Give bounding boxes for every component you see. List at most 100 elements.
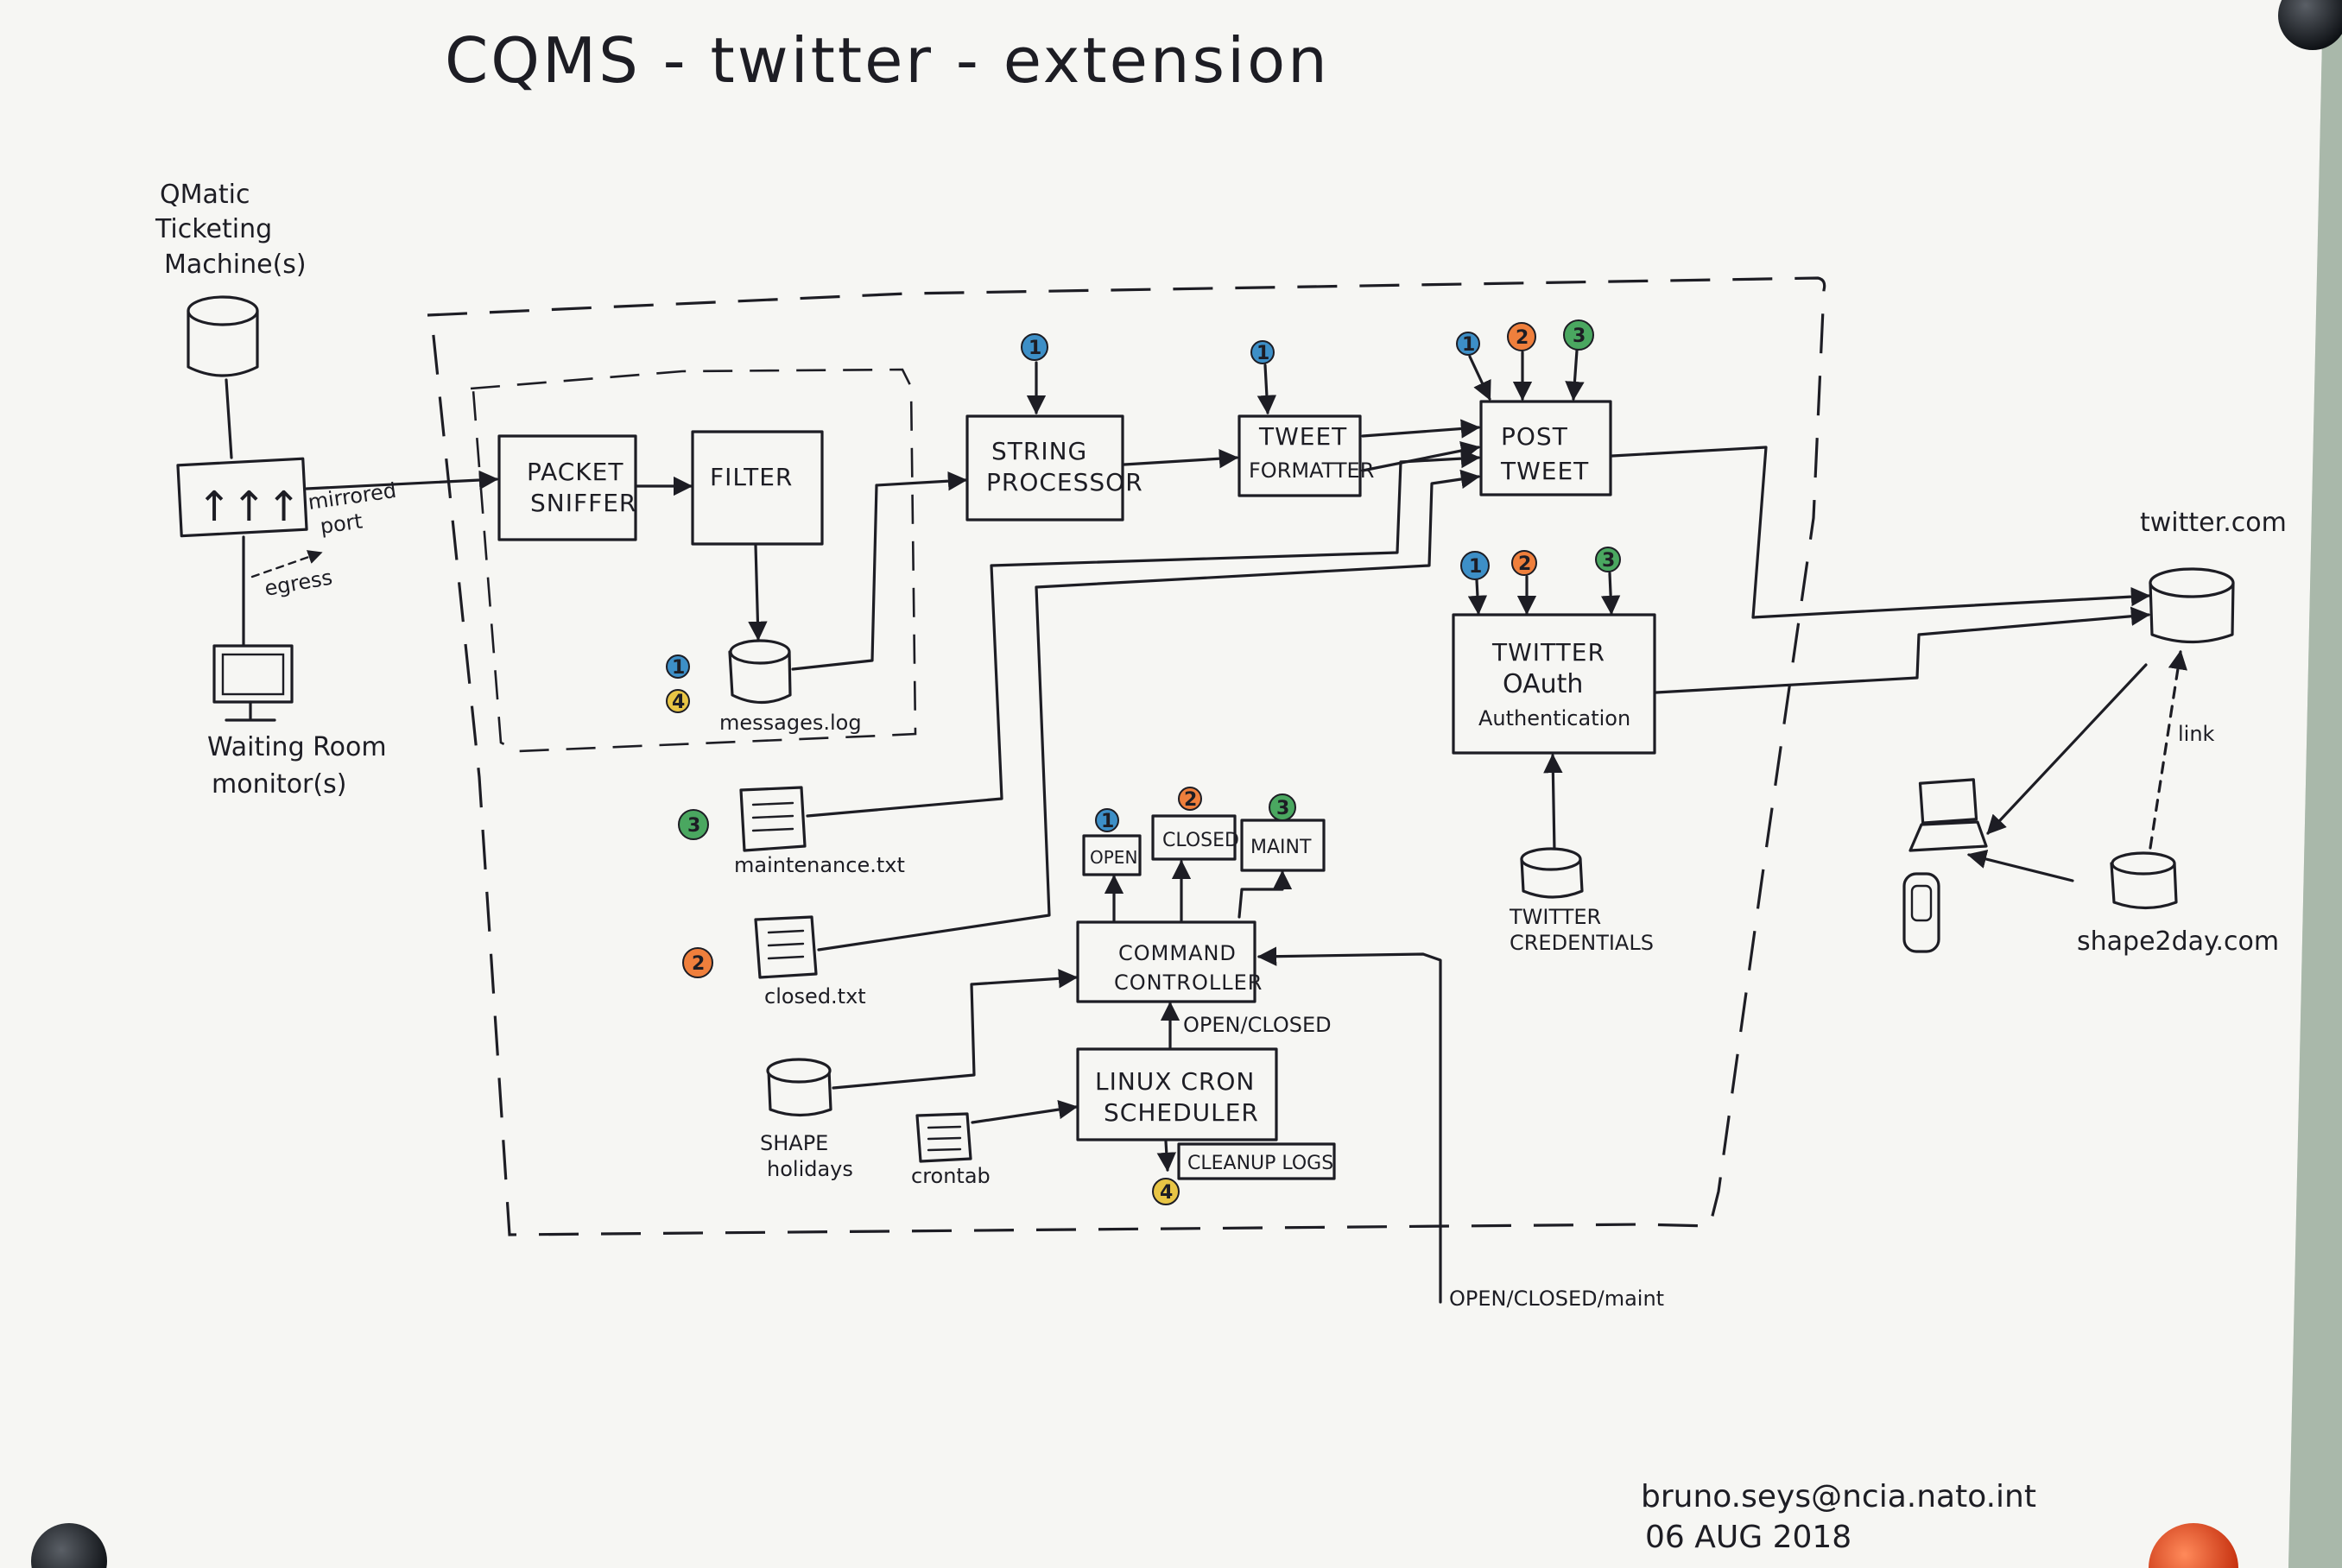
mirrored-port-arrow bbox=[305, 470, 499, 490]
badge-closed-box-2: 2 bbox=[1178, 787, 1202, 811]
post-tweet-box: POST TWEET bbox=[1479, 400, 1612, 496]
twitter-com-label: twitter.com bbox=[2140, 508, 2287, 538]
qmatic-label-line2: Ticketing bbox=[155, 214, 272, 244]
badge-string-processor-1: 1 bbox=[1021, 333, 1048, 361]
svg-text:2: 2 bbox=[692, 953, 705, 975]
badge-post-1: 1 bbox=[1456, 332, 1480, 356]
string-processor-box: STRING PROCESSOR bbox=[965, 414, 1143, 522]
post-tweet-line2: TWEET bbox=[1500, 457, 1589, 485]
packet-sniffer-line1: PACKET bbox=[527, 458, 623, 486]
inner-boundary bbox=[470, 368, 917, 753]
badge-post-1-arrow bbox=[1468, 355, 1491, 401]
badge-formatter-1: 1 bbox=[1250, 340, 1275, 364]
crontab-label: crontab bbox=[911, 1164, 991, 1188]
filter-label: FILTER bbox=[710, 463, 793, 491]
tweet-formatter-box: TWEET FORMATTER bbox=[1237, 414, 1374, 497]
closed-txt-label: closed.txt bbox=[764, 984, 866, 1008]
closed-box: CLOSED bbox=[1151, 814, 1239, 861]
shape2day-cylinder-icon bbox=[2110, 851, 2178, 910]
tweet-formatter-line2: FORMATTER bbox=[1249, 458, 1374, 483]
tweet-formatter-line1: TWEET bbox=[1258, 422, 1347, 451]
formatter-to-post-arrow-2 bbox=[1361, 441, 1481, 472]
network-switch: ↑↑↑ bbox=[176, 457, 308, 538]
diagram-title: CQMS - twitter - extension bbox=[445, 24, 1330, 97]
badge-oauth-2: 2 bbox=[1511, 550, 1537, 576]
linux-cron-box: LINUX CRON SCHEDULER bbox=[1076, 1047, 1278, 1141]
svg-text:3: 3 bbox=[1602, 550, 1615, 572]
svg-text:1: 1 bbox=[1101, 811, 1114, 832]
cleanup-logs-label: CLEANUP LOGS bbox=[1187, 1153, 1333, 1174]
command-controller-box: COMMAND CONTROLLER bbox=[1076, 920, 1263, 1003]
oauth-line2: OAuth bbox=[1503, 669, 1583, 699]
cron-to-cleanup-arrow bbox=[1156, 1140, 1176, 1173]
crontab-to-cron-arrow bbox=[971, 1099, 1079, 1124]
open-closed-label: OPEN/CLOSED bbox=[1183, 1013, 1332, 1037]
closed-file-icon bbox=[754, 915, 818, 979]
badge-to-formatter-arrow bbox=[1256, 364, 1277, 415]
filter-to-log-arrow bbox=[748, 544, 768, 642]
svg-text:2: 2 bbox=[1518, 553, 1531, 575]
laptop-icon bbox=[1908, 778, 1988, 852]
post-tweet-to-twitter-arrow bbox=[1611, 446, 2151, 619]
badge-maint-box-3: 3 bbox=[1269, 793, 1296, 821]
command-controller-line2: CONTROLLER bbox=[1114, 971, 1263, 995]
svg-text:1: 1 bbox=[1462, 334, 1475, 356]
maintenance-to-post-arrow bbox=[806, 448, 1481, 818]
credentials-to-oauth-arrow bbox=[1543, 753, 1563, 852]
linux-cron-line2: SCHEDULER bbox=[1104, 1098, 1259, 1127]
badge-oauth-1-arrow bbox=[1467, 579, 1488, 616]
messages-log-label: messages.log bbox=[719, 711, 862, 735]
waiting-room-label-line1: Waiting Room bbox=[207, 732, 387, 762]
paper-shadow-edge bbox=[2288, 0, 2342, 1568]
pin-bottom-right bbox=[2149, 1523, 2238, 1568]
link-label: link bbox=[2178, 722, 2215, 746]
log-to-string-processor-arrow bbox=[791, 471, 968, 671]
egress-arrow bbox=[250, 550, 323, 579]
pin-bottom-left bbox=[31, 1523, 107, 1568]
shape-holidays-line1: SHAPE bbox=[760, 1131, 828, 1155]
badge-log-4: 4 bbox=[666, 689, 690, 713]
qmatic-label-line1: QMatic bbox=[160, 180, 250, 210]
mirrored-port-label-line2: port bbox=[319, 509, 364, 539]
badge-post-3: 3 bbox=[1563, 319, 1594, 351]
open-box-label: OPEN bbox=[1090, 847, 1137, 868]
oauth-to-twitter-arrow bbox=[1655, 606, 2151, 694]
maintenance-file-icon bbox=[739, 786, 807, 852]
closed-box-label: CLOSED bbox=[1162, 830, 1239, 851]
external-to-controller-arrow bbox=[1256, 946, 1442, 1304]
open-box: OPEN bbox=[1082, 834, 1142, 876]
linux-cron-line1: LINUX CRON bbox=[1095, 1067, 1255, 1096]
badge-post-2: 2 bbox=[1507, 322, 1536, 351]
badge-log-1: 1 bbox=[666, 654, 690, 679]
cleanup-logs-box: CLEANUP LOGS bbox=[1177, 1142, 1336, 1180]
maint-box-label: MAINT bbox=[1250, 837, 1312, 858]
badge-closed-2: 2 bbox=[682, 947, 713, 978]
credentials-label-line1: TWITTER bbox=[1509, 905, 1601, 929]
string-processor-line2: PROCESSOR bbox=[986, 468, 1143, 496]
signature-email: bruno.seys@ncia.nato.int bbox=[1641, 1479, 2036, 1514]
badge-maintenance-3: 3 bbox=[678, 809, 709, 840]
shape-holidays-cylinder-icon bbox=[766, 1058, 832, 1117]
packet-sniffer-box: PACKET SNIFFER bbox=[497, 434, 637, 541]
messages-log-cylinder-icon bbox=[728, 639, 792, 704]
maintenance-txt-label: maintenance.txt bbox=[734, 853, 905, 877]
waiting-room-monitor-icon bbox=[212, 644, 294, 722]
shape2day-label: shape2day.com bbox=[2077, 926, 2279, 957]
qmatic-cylinder-icon bbox=[187, 295, 259, 377]
qmatic-label-line3: Machine(s) bbox=[164, 250, 307, 280]
waiting-room-label-line2: monitor(s) bbox=[212, 769, 346, 800]
oauth-line3: Authentication bbox=[1478, 706, 1630, 730]
badge-post-3-arrow bbox=[1565, 349, 1585, 401]
qmatic-ticketing-machine: QMatic Ticketing Machine(s) bbox=[155, 180, 307, 377]
pin-top-right bbox=[2278, 0, 2342, 50]
filter-box: FILTER bbox=[691, 430, 824, 546]
outer-boundary bbox=[427, 276, 1826, 1236]
badge-oauth-1: 1 bbox=[1460, 551, 1490, 580]
shape2day-to-devices-arrow bbox=[1966, 850, 2074, 882]
open-closed-maint-label: OPEN/CLOSED/maint bbox=[1449, 1287, 1664, 1311]
svg-text:4: 4 bbox=[1160, 1182, 1173, 1204]
svg-text:2: 2 bbox=[1516, 327, 1529, 349]
signature-date: 06 AUG 2018 bbox=[1645, 1520, 1851, 1555]
